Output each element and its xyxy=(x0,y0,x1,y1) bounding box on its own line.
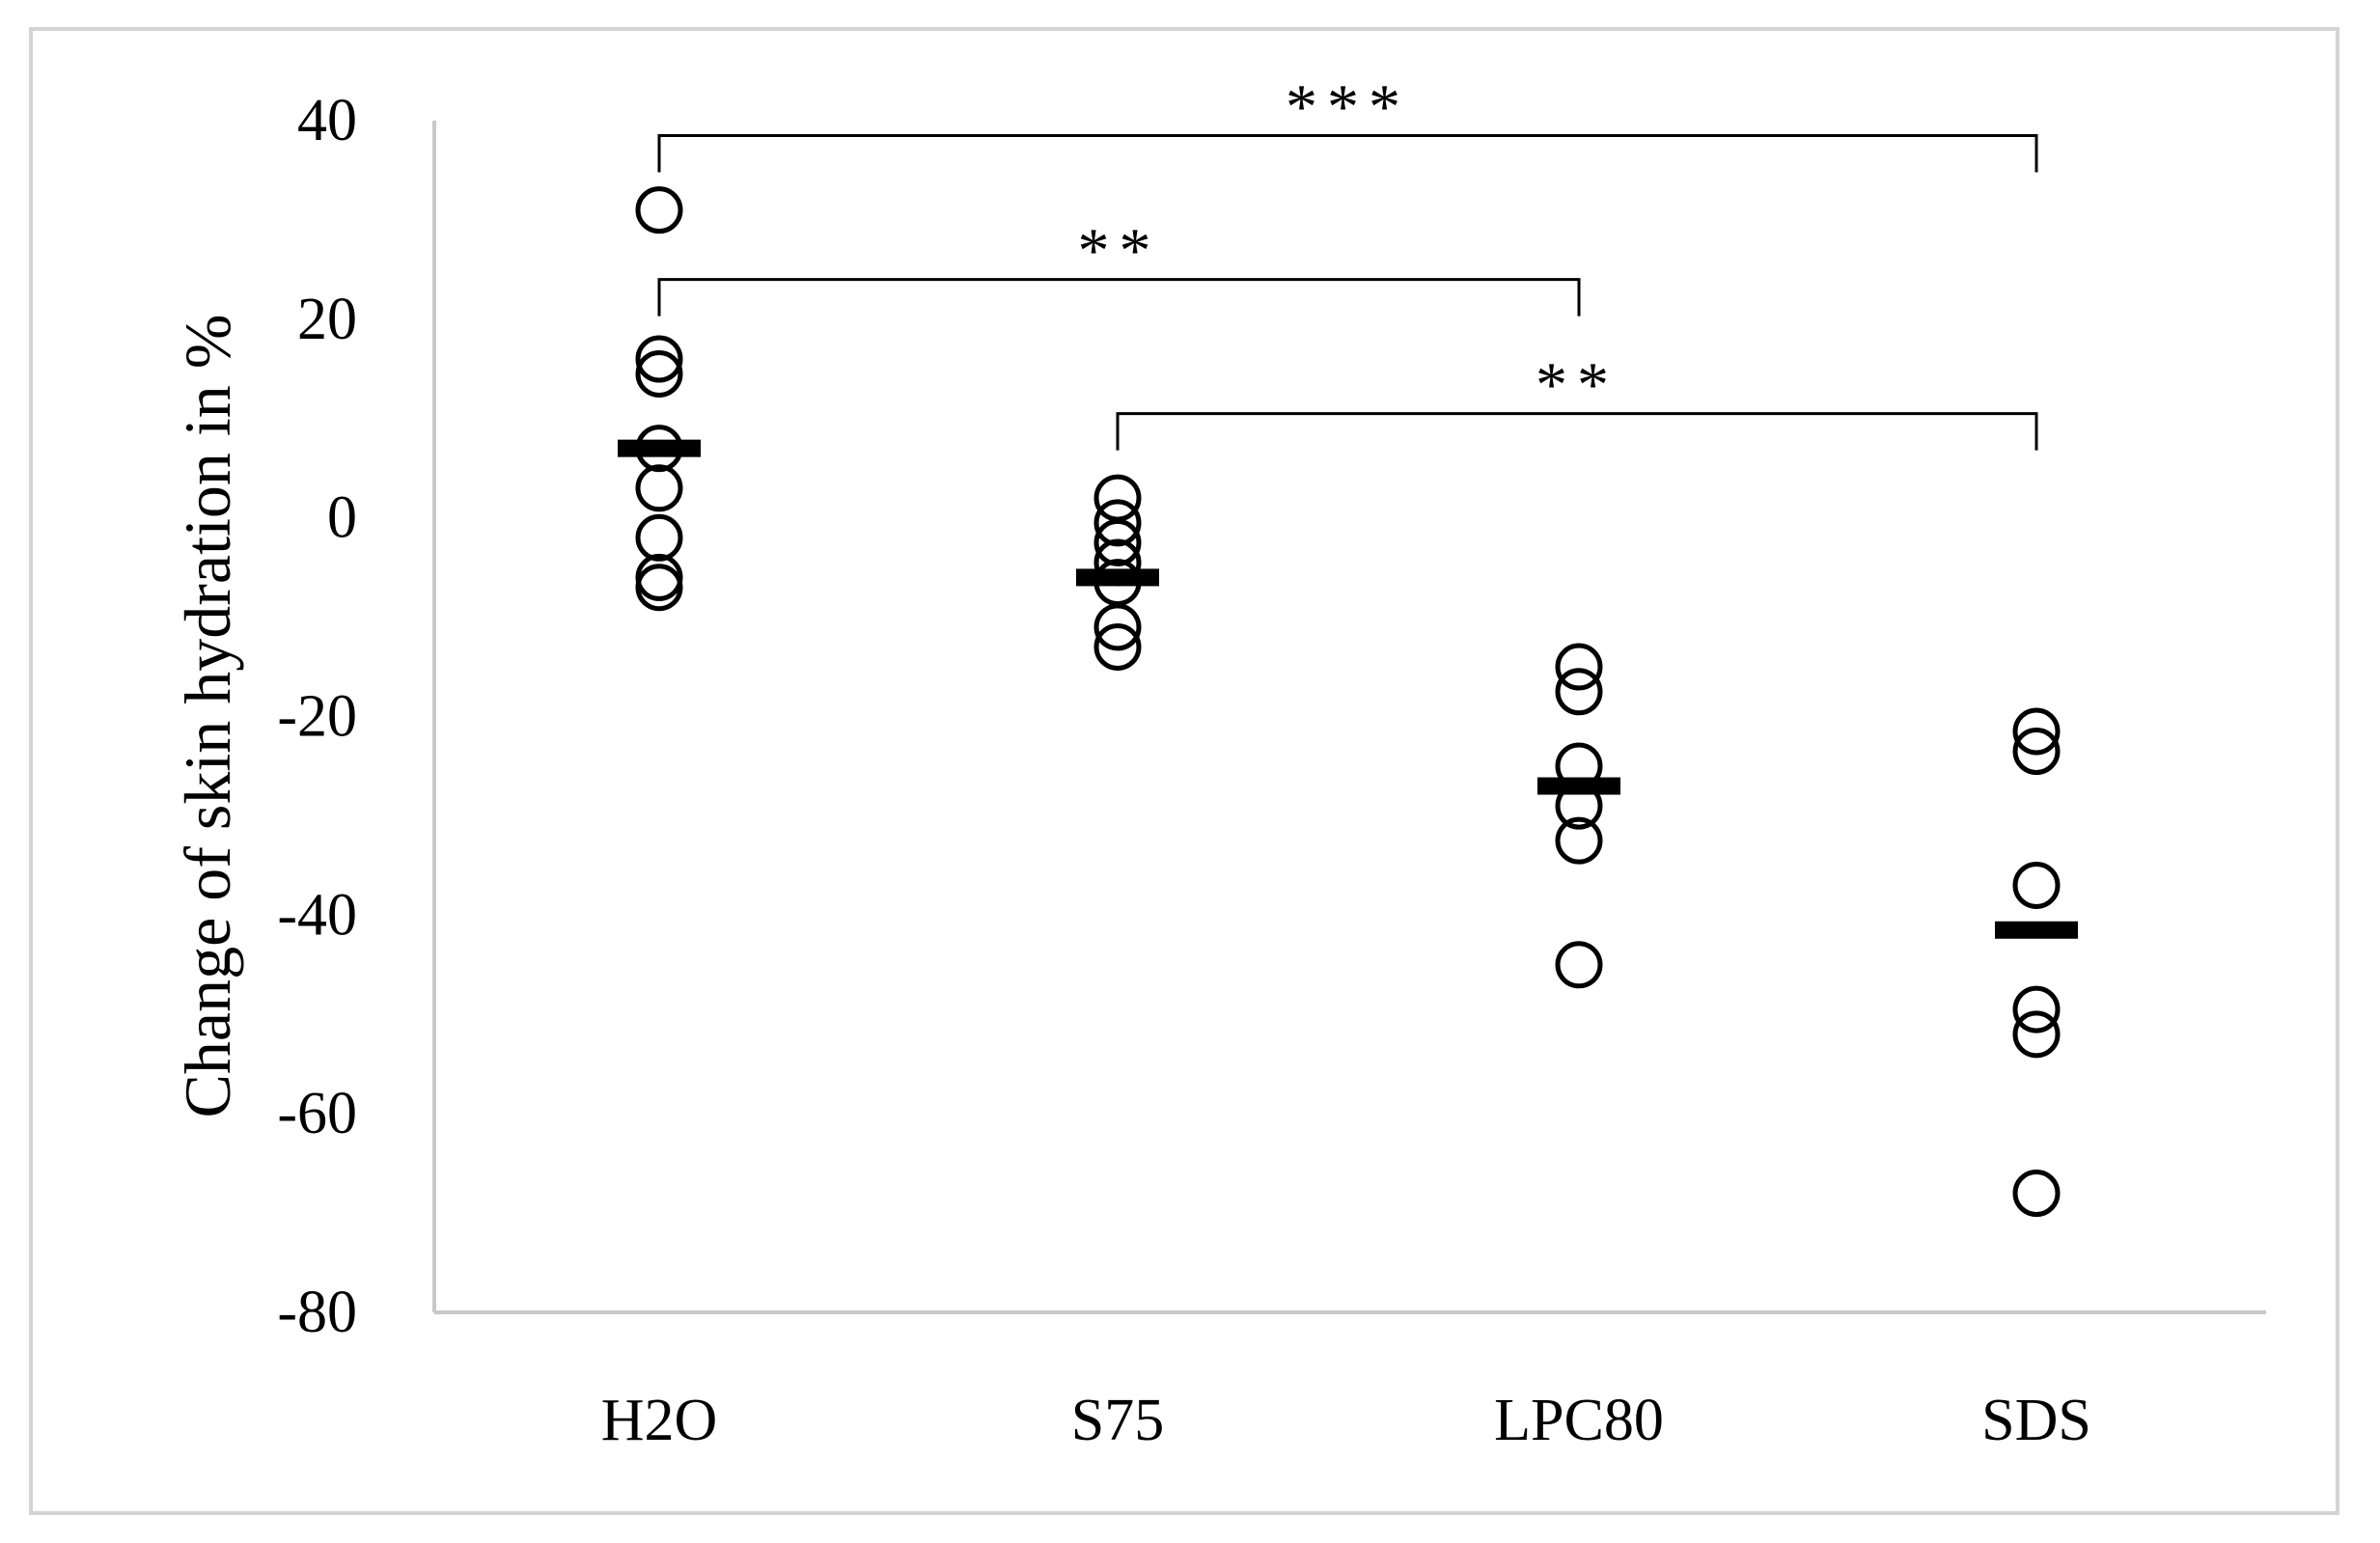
x-tick-label: LPC80 xyxy=(1494,1388,1664,1453)
significance-bracket xyxy=(657,278,1581,317)
x-tick-label: H2O xyxy=(601,1388,718,1453)
y-tick-label: 40 xyxy=(297,88,357,153)
data-point xyxy=(2012,728,2061,776)
y-tick-label: -20 xyxy=(277,684,357,750)
data-point xyxy=(635,564,683,612)
y-tick-label: -80 xyxy=(277,1280,357,1345)
data-point xyxy=(2012,1010,2061,1059)
significance-label: ** xyxy=(1536,350,1619,421)
mean-marker xyxy=(1537,777,1620,795)
significance-bracket xyxy=(1116,412,2038,451)
chart-frame xyxy=(29,27,2339,1515)
axes xyxy=(432,121,2266,1314)
x-tick-label: S75 xyxy=(1071,1388,1164,1453)
x-tick-label: SDS xyxy=(1981,1388,2091,1453)
data-points xyxy=(635,186,2061,1217)
data-point xyxy=(1555,668,1603,716)
y-axis-title: Change of skin hydration in % xyxy=(171,315,244,1118)
y-tick-labels: 40 20 0 -20 -40 -60 -80 xyxy=(277,88,357,1345)
data-point xyxy=(635,186,683,234)
y-tick-label: -40 xyxy=(277,882,357,948)
x-tick-labels: H2O S75 LPC80 SDS xyxy=(601,1388,2091,1453)
significance-brackets: ******* xyxy=(657,71,2038,451)
significance-label: ** xyxy=(1078,216,1161,287)
significance-label: *** xyxy=(1286,71,1410,142)
data-point xyxy=(1555,941,1603,989)
data-point xyxy=(635,335,683,383)
mean-markers xyxy=(618,439,2078,939)
mean-marker xyxy=(618,439,701,457)
data-point xyxy=(1093,518,1142,566)
y-tick-label: -60 xyxy=(277,1081,357,1146)
mean-marker xyxy=(1995,921,2078,939)
data-point xyxy=(1093,603,1142,651)
data-point xyxy=(2012,861,2061,909)
data-point xyxy=(2012,985,2061,1033)
data-point xyxy=(1093,622,1142,671)
y-tick-label: 0 xyxy=(327,485,357,551)
data-point xyxy=(635,513,683,562)
data-point xyxy=(635,553,683,601)
mean-marker xyxy=(1076,568,1159,587)
data-point xyxy=(635,349,683,398)
data-point xyxy=(1555,816,1603,865)
data-point xyxy=(1093,499,1142,547)
significance-bracket xyxy=(657,133,2038,173)
data-point xyxy=(2012,1170,2061,1217)
data-point xyxy=(1555,643,1603,691)
data-point xyxy=(2012,707,2061,756)
data-point xyxy=(1093,474,1142,522)
data-point xyxy=(635,464,683,512)
y-tick-label: 20 xyxy=(297,287,357,352)
